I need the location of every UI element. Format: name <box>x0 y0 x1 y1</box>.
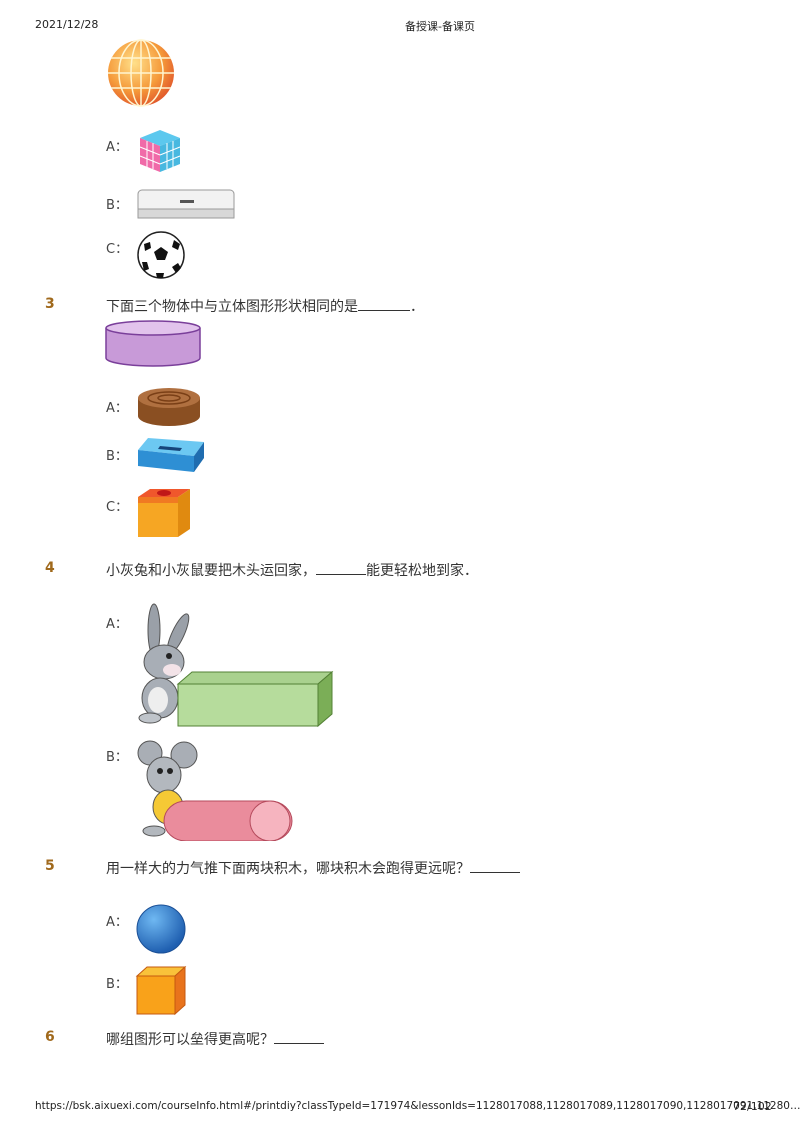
q5-option-b-label: B： <box>106 977 128 992</box>
q5-option-a-label: A： <box>106 915 128 930</box>
air-conditioner-image[interactable] <box>136 187 236 221</box>
question-text-start: 用一样大的力气推下面两块积木，哪块积木会跑得更远呢？ <box>106 861 470 877</box>
tissue-box-image[interactable] <box>136 434 206 478</box>
question-number: 4 <box>45 560 55 576</box>
question-text-start: 下面三个物体中与立体图形形状相同的是 <box>106 299 358 315</box>
rubiks-cube-image[interactable] <box>136 126 184 176</box>
question-text: 下面三个物体中与立体图形形状相同的是 ． <box>106 296 424 316</box>
wood-log-slice-image[interactable] <box>136 386 202 430</box>
q2-option-a-label: A： <box>106 140 128 155</box>
question-text-end: 能更轻松地到家． <box>366 563 478 579</box>
question-number: 3 <box>45 296 55 312</box>
sphere-globe-image <box>108 39 174 107</box>
orange-gift-box-image[interactable] <box>136 485 192 541</box>
page-number: 72/102 <box>733 1100 772 1113</box>
cylinder-shape-image <box>105 320 201 367</box>
q2-option-b-label: B： <box>106 198 128 213</box>
question-number: 6 <box>45 1029 55 1045</box>
q2-option-c-label: C： <box>106 242 129 257</box>
answer-blank[interactable] <box>358 298 410 311</box>
blue-ball-image[interactable] <box>135 903 187 955</box>
question-text-start: 哪组图形可以垒得更高呢？ <box>106 1032 274 1048</box>
question-number: 5 <box>45 858 55 874</box>
question-text-start: 小灰兔和小灰鼠要把木头运回家， <box>106 563 316 579</box>
answer-blank[interactable] <box>274 1031 324 1044</box>
question-text: 小灰兔和小灰鼠要把木头运回家， 能更轻松地到家． <box>106 560 478 580</box>
q4-option-a-label: A： <box>106 617 128 632</box>
q4-option-b-label: B： <box>106 750 128 765</box>
page-url: https://bsk.aixuexi.com/courseInfo.html#… <box>35 1100 800 1112</box>
answer-blank[interactable] <box>470 860 520 873</box>
question-text-end: ． <box>410 299 424 315</box>
answer-blank[interactable] <box>316 562 366 575</box>
q3-option-b-label: B： <box>106 449 128 464</box>
mouse-with-cylinder-image[interactable] <box>134 737 296 841</box>
soccer-ball-image[interactable] <box>136 230 186 280</box>
print-date: 2021/12/28 <box>35 18 99 31</box>
q3-option-c-label: C： <box>106 500 129 515</box>
q3-option-a-label: A： <box>106 401 128 416</box>
rabbit-with-block-image[interactable] <box>132 600 336 728</box>
question-text: 哪组图形可以垒得更高呢？ <box>106 1029 324 1049</box>
orange-cube-image[interactable] <box>135 964 189 1016</box>
page-header-title: 备授课-备课页 <box>405 20 475 33</box>
question-text: 用一样大的力气推下面两块积木，哪块积木会跑得更远呢？ <box>106 858 520 878</box>
